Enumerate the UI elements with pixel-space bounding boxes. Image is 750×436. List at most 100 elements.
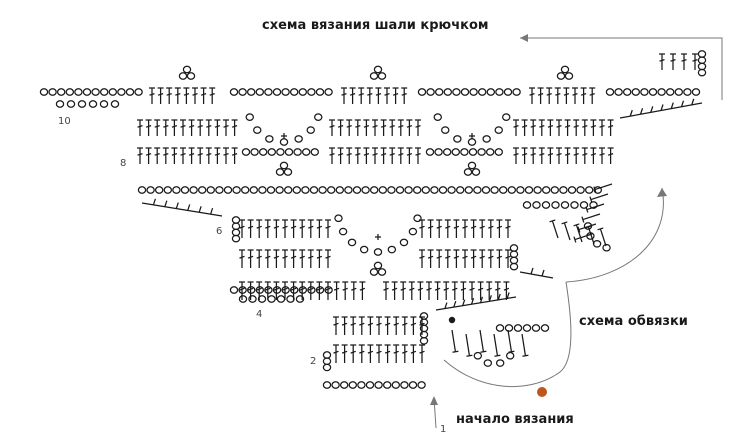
- double-crochet-icon: [427, 219, 434, 238]
- chain-icon: [348, 381, 358, 389]
- border-arc-right-arrowhead-icon: [657, 188, 667, 197]
- chain-icon: [134, 88, 143, 96]
- double-crochet-icon: [563, 87, 570, 104]
- double-crochet-icon: [607, 147, 614, 164]
- chain-icon: [540, 324, 550, 332]
- chain-icon: [357, 381, 366, 389]
- chain-icon: [231, 216, 241, 224]
- double-crochet-icon: [384, 316, 391, 335]
- chain-icon: [468, 148, 478, 156]
- chain-icon: [281, 88, 290, 96]
- chain-icon: [509, 250, 519, 259]
- border-post-icon: [589, 193, 609, 203]
- chain-icon: [404, 186, 413, 194]
- chain-icon: [326, 186, 336, 194]
- double-crochet-icon: [337, 119, 344, 136]
- title-arrow: [520, 37, 723, 100]
- double-crochet-icon: [546, 87, 553, 104]
- double-crochet-icon: [547, 119, 554, 136]
- chain-icon: [245, 113, 254, 121]
- double-crochet-icon: [408, 281, 415, 300]
- chain-icon: [467, 138, 477, 146]
- chain-icon: [589, 201, 598, 209]
- chain-icon: [513, 324, 523, 332]
- double-crochet-icon: [239, 249, 245, 268]
- chain-icon: [229, 286, 239, 294]
- chain-icon: [579, 201, 589, 209]
- double-crochet-icon: [372, 119, 378, 136]
- double-crochet-icon: [256, 249, 263, 268]
- chain-icon: [295, 295, 305, 303]
- chain-icon: [257, 295, 267, 303]
- border-stitch-tick: [691, 98, 695, 106]
- double-crochet-icon: [479, 249, 486, 268]
- chain-icon: [556, 72, 566, 80]
- row-number-8: 8: [120, 158, 126, 169]
- chain-icon: [451, 148, 461, 156]
- chain-icon: [301, 148, 311, 156]
- double-crochet-icon: [349, 87, 356, 104]
- chain-icon: [494, 126, 503, 134]
- chain-icon: [481, 186, 491, 194]
- chain-icon: [369, 186, 379, 194]
- double-crochet-icon: [282, 249, 288, 268]
- chain-icon: [485, 148, 495, 156]
- chain-icon: [266, 186, 276, 194]
- border-stitch-tick: [629, 109, 633, 117]
- double-crochet-icon: [137, 119, 143, 136]
- double-crochet-icon: [316, 249, 323, 268]
- double-crochet-icon: [462, 249, 468, 268]
- chain-icon: [307, 88, 316, 96]
- border-post-icon: [585, 225, 595, 245]
- border-stitch-tick: [152, 198, 157, 206]
- double-crochet-icon: [171, 147, 178, 164]
- chain-icon: [74, 88, 83, 96]
- double-crochet-icon: [434, 281, 441, 300]
- start-label: начало вязания: [456, 412, 574, 427]
- chain-icon: [560, 65, 570, 74]
- border-stitch-tick: [175, 202, 179, 209]
- double-crochet-icon: [470, 249, 477, 268]
- chain-icon: [314, 113, 323, 121]
- chain-icon: [65, 88, 75, 96]
- chain-icon: [163, 186, 173, 194]
- double-crochet-icon: [389, 119, 396, 136]
- double-crochet-icon: [350, 281, 357, 300]
- chain-icon: [584, 186, 594, 194]
- double-crochet-icon: [564, 119, 571, 136]
- double-crochet-icon: [247, 219, 254, 238]
- chain-icon: [471, 168, 481, 176]
- chain-icon: [283, 186, 293, 194]
- double-crochet-icon: [573, 147, 580, 164]
- chain-icon: [408, 227, 418, 236]
- double-crochet-icon: [419, 219, 425, 238]
- double-crochet-icon: [183, 87, 190, 104]
- border-post-icon: [451, 329, 459, 353]
- double-crochet-icon: [282, 219, 288, 238]
- double-crochet-icon: [162, 119, 169, 136]
- double-crochet-icon: [174, 87, 181, 104]
- single-crochet-icon: [375, 234, 381, 240]
- double-crochet-icon: [451, 281, 458, 300]
- double-crochet-icon: [564, 147, 571, 164]
- double-crochet-icon: [316, 281, 323, 300]
- double-crochet-icon: [529, 87, 535, 104]
- chain-icon: [387, 186, 396, 194]
- double-crochet-icon: [358, 87, 365, 104]
- chain-icon: [419, 336, 429, 345]
- chain-icon: [509, 262, 519, 271]
- border-stitch-tick: [650, 106, 654, 113]
- double-crochet-icon: [325, 281, 331, 300]
- double-crochet-icon: [410, 344, 417, 363]
- double-crochet-icon: [325, 219, 331, 238]
- chain-icon: [309, 186, 319, 194]
- chain-icon: [408, 381, 418, 389]
- double-crochet-icon: [599, 119, 605, 136]
- border-stitch-line: [519, 271, 554, 279]
- double-crochet-icon: [223, 147, 229, 164]
- double-crochet-icon: [363, 119, 370, 136]
- chain-icon: [434, 88, 444, 96]
- chain-icon: [331, 381, 340, 389]
- chain-icon: [117, 88, 126, 96]
- stitch-marks: [39, 50, 707, 397]
